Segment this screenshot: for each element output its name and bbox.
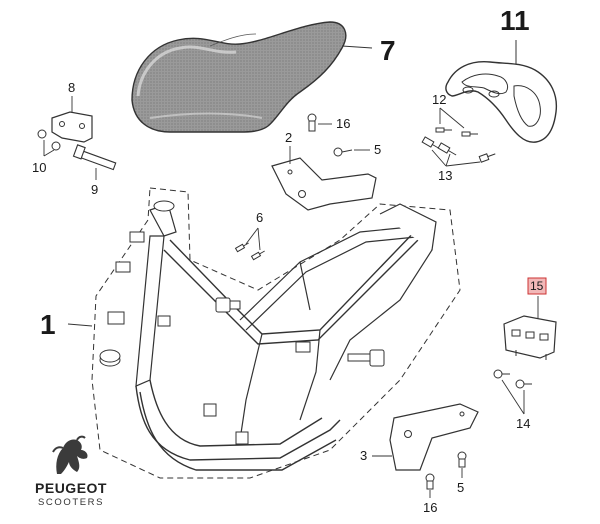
leader-13b: [445, 153, 451, 167]
callout-2: 2: [285, 130, 292, 145]
brand-block: PEUGEOT SCOOTERS: [28, 434, 114, 508]
frame-outline: [91, 187, 461, 479]
bolts-12-13[interactable]: [421, 127, 496, 163]
lower-plate-part[interactable]: [389, 403, 479, 471]
callout-13: 13: [438, 168, 452, 183]
callout-11: 11: [500, 5, 530, 36]
callout-5b: 5: [457, 480, 464, 495]
bolt-16-bottom[interactable]: [425, 473, 435, 490]
bolts-6[interactable]: [234, 241, 266, 261]
callout-16b: 16: [423, 500, 437, 515]
grab-handle-part[interactable]: [445, 61, 558, 143]
leader-13c: [445, 161, 481, 167]
bolts-14[interactable]: [493, 369, 532, 389]
leader-7: [341, 45, 373, 49]
callout-12: 12: [432, 92, 446, 107]
bolt-5-top[interactable]: [333, 147, 353, 157]
leader-14a: [501, 379, 525, 415]
callout-9: 9: [91, 182, 98, 197]
plate-part[interactable]: [271, 157, 377, 211]
peugeot-lion-icon: [52, 435, 88, 474]
callout-3: 3: [360, 448, 367, 463]
leader-12b: [439, 107, 465, 129]
callout-1: 1: [40, 309, 56, 340]
callout-8: 8: [68, 80, 75, 95]
callout-10: 10: [32, 160, 46, 175]
callout-14: 14: [516, 416, 530, 431]
callout-7: 7: [380, 35, 396, 66]
leader-6a: [245, 227, 259, 245]
seat-part[interactable]: [131, 21, 347, 133]
leader-6b: [257, 227, 261, 251]
leader-13a: [431, 149, 447, 167]
brand-name: PEUGEOT: [35, 480, 107, 496]
bolt-5-bottom[interactable]: [457, 451, 467, 468]
bolt-16-top[interactable]: [307, 113, 317, 132]
callout-6: 6: [256, 210, 263, 225]
callout-16a: 16: [336, 116, 350, 131]
frame-part[interactable]: [99, 200, 437, 471]
callout-5a: 5: [374, 142, 381, 157]
bracket-15-part[interactable]: [503, 315, 557, 360]
brand-subtitle: SCOOTERS: [37, 497, 105, 508]
leader-1: [67, 323, 93, 327]
leader-10b: [43, 149, 55, 157]
bracket-part[interactable]: [51, 111, 93, 143]
highlight-box-15: [527, 277, 547, 295]
callout-15: 15: [530, 279, 544, 293]
bolts-10[interactable]: [37, 129, 61, 151]
long-bolt-part[interactable]: [72, 144, 117, 171]
